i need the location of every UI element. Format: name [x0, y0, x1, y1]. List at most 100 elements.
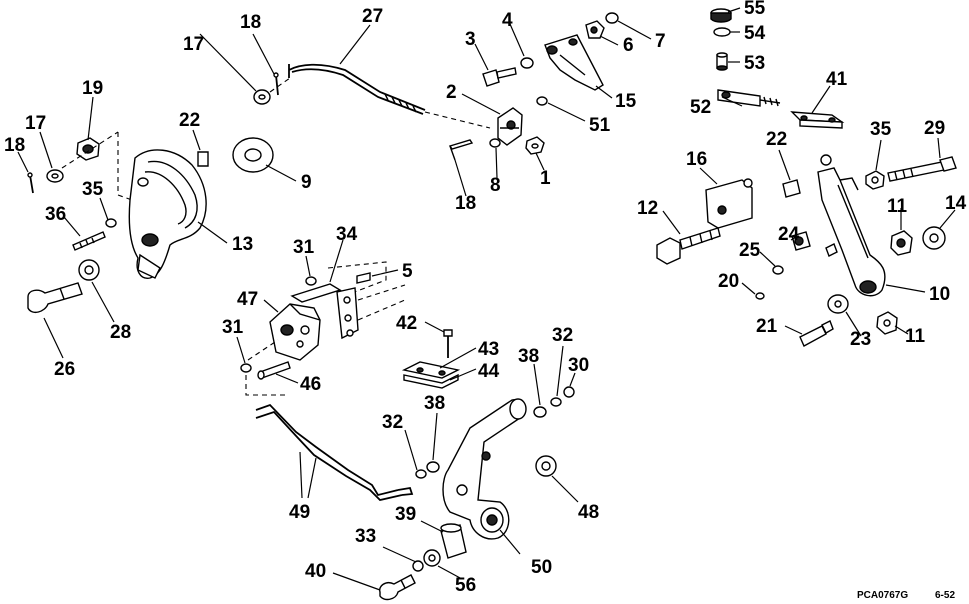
- callout-35: 35: [870, 119, 892, 140]
- callout-19: 19: [82, 78, 103, 99]
- part-18-cotter-pin: [448, 139, 474, 161]
- part-46-screw: [257, 361, 291, 380]
- page-code-label: 6-52: [935, 590, 955, 601]
- callout-26: 26: [54, 359, 75, 380]
- callout-55: 55: [744, 0, 766, 19]
- callout-32: 32: [552, 325, 573, 346]
- part-31-washer-top: [305, 276, 317, 286]
- callout-41: 41: [826, 69, 848, 90]
- part-10-shift-lever: [817, 154, 886, 297]
- callout-4: 4: [502, 10, 513, 31]
- throttle-bracket-assembly: [448, 12, 619, 161]
- callout-22: 22: [766, 129, 787, 150]
- callout-21: 21: [756, 316, 778, 337]
- callout-31: 31: [293, 237, 315, 258]
- part-26-shoulder-bolt: [27, 282, 83, 314]
- part-28-washer: [78, 259, 100, 281]
- part-56-washer: [423, 549, 441, 567]
- part-3-screw: [482, 67, 517, 87]
- part-36-screw: [72, 231, 106, 251]
- callout-13: 13: [232, 234, 253, 255]
- part-27-link-rod: [253, 63, 491, 129]
- callout-43: 43: [478, 339, 499, 360]
- callout-24: 24: [778, 224, 800, 245]
- callout-5: 5: [402, 261, 413, 282]
- callout-11: 11: [905, 326, 926, 347]
- callout-17: 17: [25, 113, 46, 134]
- part-54-washer: [713, 27, 731, 37]
- callout-18: 18: [4, 135, 25, 156]
- part-29-bolt: [887, 156, 957, 182]
- part-32-washer-right: [550, 397, 562, 407]
- part-19-nut: [76, 137, 100, 161]
- part-4-washer: [520, 57, 534, 69]
- callout-49: 49: [289, 502, 310, 523]
- leader-lines: [17, 7, 956, 591]
- part-38-washer-right: [533, 406, 547, 418]
- callout-22: 22: [179, 110, 200, 131]
- callout-6: 6: [623, 35, 634, 56]
- part-43-44-plate: [401, 361, 461, 389]
- part-41-link-bar: [790, 111, 845, 129]
- callout-11: 11: [887, 196, 908, 217]
- part-53-nut: [716, 52, 728, 71]
- callout-46: 46: [300, 374, 321, 395]
- callout-32: 32: [382, 412, 403, 433]
- part-15-bracket: [544, 34, 604, 91]
- callout-33: 33: [355, 526, 376, 547]
- callout-1: 1: [540, 168, 551, 189]
- callout-51: 51: [589, 115, 611, 136]
- callout-56: 56: [455, 575, 476, 596]
- callout-10: 10: [929, 284, 950, 305]
- part-39-bushing: [440, 523, 467, 559]
- callout-18: 18: [240, 12, 261, 33]
- callout-34: 34: [336, 224, 358, 245]
- callout-53: 53: [744, 53, 765, 74]
- part-25-washer: [772, 265, 784, 275]
- part-35-nut: [865, 170, 885, 190]
- part-55-knob: [710, 8, 732, 23]
- callout-40: 40: [305, 561, 326, 582]
- callout-17: 17: [183, 34, 204, 55]
- callout-23: 23: [850, 329, 871, 350]
- callout-44: 44: [478, 361, 500, 382]
- callout-52: 52: [690, 97, 711, 118]
- callout-47: 47: [237, 289, 258, 310]
- part-14-washer: [922, 226, 946, 250]
- part-38-washer-left: [426, 461, 440, 473]
- callout-27: 27: [362, 6, 383, 27]
- part-47-detent-block: [269, 303, 321, 361]
- callout-35: 35: [82, 179, 104, 200]
- part-42-screw: [443, 329, 453, 358]
- callout-54: 54: [744, 23, 766, 44]
- callout-3: 3: [465, 29, 476, 50]
- callout-30: 30: [568, 355, 589, 376]
- cam-plate-assembly: [27, 131, 274, 314]
- part-40-bolt: [379, 574, 416, 601]
- detent-assembly: [240, 261, 461, 501]
- part-8-washer: [489, 138, 501, 148]
- part-17-nut-top: [253, 89, 271, 105]
- part-5-plate: [336, 272, 371, 340]
- part-23-washer: [827, 294, 849, 314]
- callout-2: 2: [446, 82, 457, 103]
- part-11-nut-upper: [890, 230, 913, 256]
- callout-28: 28: [110, 322, 131, 343]
- callout-15: 15: [615, 91, 637, 112]
- callout-12: 12: [637, 198, 658, 219]
- callout-42: 42: [396, 313, 417, 334]
- part-35-washer: [105, 218, 117, 228]
- part-21-pin: [799, 320, 834, 347]
- part-51-washer: [536, 96, 548, 106]
- callout-14: 14: [945, 193, 967, 214]
- callout-38: 38: [518, 346, 539, 367]
- callout-20: 20: [718, 271, 739, 292]
- callout-16: 16: [686, 149, 707, 170]
- part-12-bolt: [656, 227, 721, 265]
- part-48-washer: [535, 455, 557, 477]
- part-50-lever: [442, 398, 527, 540]
- part-6-nut: [585, 20, 605, 39]
- callout-48: 48: [578, 502, 599, 523]
